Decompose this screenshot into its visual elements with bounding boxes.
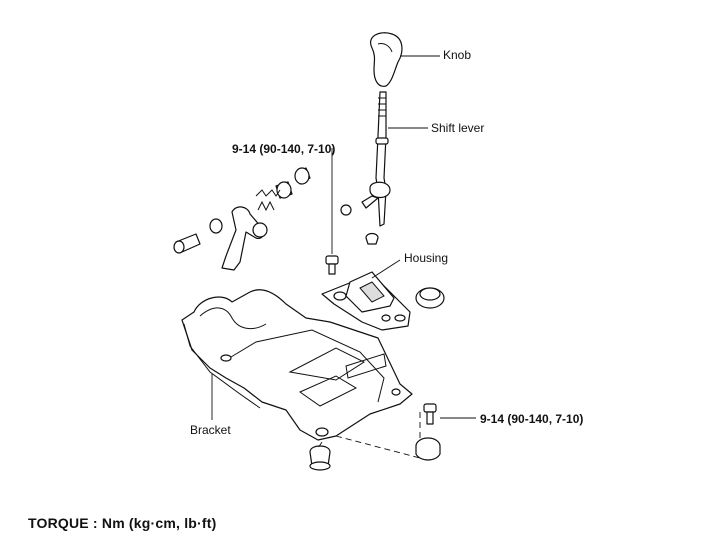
grommet-part: [415, 287, 445, 309]
lower-bushing: [415, 437, 441, 461]
linkage-parts: [173, 167, 311, 271]
knob-label: Knob: [443, 48, 472, 62]
lower-bolt: [423, 403, 476, 425]
torque-spec-upper: 9-14 (90-140, 7-10): [232, 142, 336, 156]
housing-leader: [371, 259, 401, 279]
shift-lever-part: [340, 91, 391, 245]
torque-spec-lower: 9-14 (90-140, 7-10): [480, 412, 584, 426]
housing-label: Housing: [404, 251, 449, 265]
knob-part: [370, 32, 403, 87]
torque-units-footer: TORQUE : Nm (kg·cm, lb·ft): [28, 515, 217, 531]
bracket-part: [181, 289, 413, 441]
upper-bolt: [325, 148, 339, 275]
bottom-stud: [309, 412, 421, 471]
housing-part: [321, 271, 411, 331]
bracket-label: Bracket: [190, 423, 231, 437]
shift-lever-label: Shift lever: [431, 121, 485, 135]
